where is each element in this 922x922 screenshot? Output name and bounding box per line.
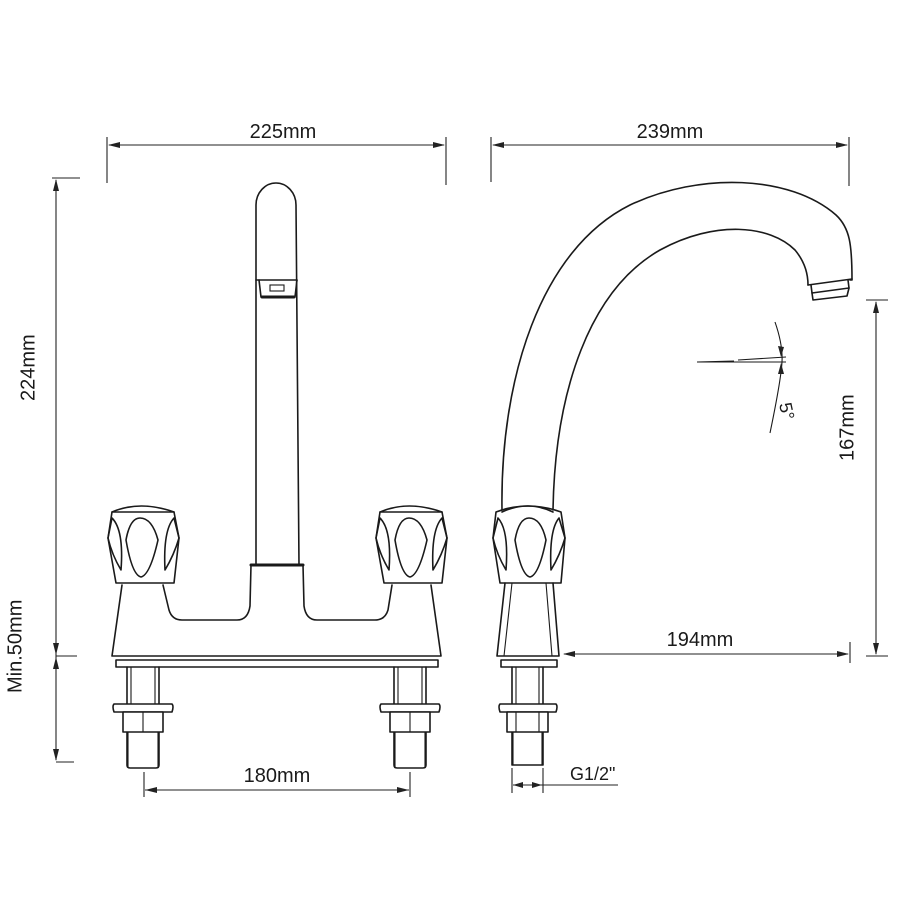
dimension-label-side-width: 239mm	[637, 121, 704, 143]
dimension-total-height: 224mm Min.50mm	[4, 177, 80, 763]
dimension-label-thread: G1/2"	[570, 764, 615, 784]
front-spout	[249, 182, 305, 567]
dimension-label-spout-height: 167mm	[837, 394, 859, 461]
dimension-tap-centres: 180mm	[143, 765, 411, 797]
dimension-front-width: 225mm	[106, 121, 447, 185]
dimension-label-spout-reach: 194mm	[667, 629, 734, 651]
side-body	[496, 582, 560, 668]
side-view: 239mm 167mm 194mm G1/2"	[490, 121, 888, 793]
front-left-handle	[107, 505, 180, 584]
dimension-label-spout-angle: 5°	[775, 401, 798, 422]
front-left-shank	[112, 666, 174, 769]
front-body	[111, 564, 442, 668]
dimension-thread: G1/2"	[511, 764, 618, 793]
front-right-handle	[375, 505, 448, 584]
dimension-label-total-height: 224mm	[18, 334, 40, 401]
front-view: 225mm 180mm 224mm Min.50mm	[4, 121, 448, 797]
dimension-spout-height: 167mm	[837, 299, 888, 657]
side-shank	[498, 666, 558, 766]
front-right-shank	[379, 666, 441, 769]
dimension-label-front-width: 225mm	[250, 121, 317, 143]
side-spout	[501, 181, 853, 513]
dimension-label-min-deck: Min.50mm	[4, 600, 26, 693]
dimension-spout-angle: 5°	[696, 321, 798, 434]
dimension-spout-reach: 194mm	[563, 629, 851, 663]
side-handle	[492, 505, 566, 584]
dimension-label-tap-centres: 180mm	[244, 765, 311, 787]
dimension-side-width: 239mm	[490, 121, 850, 186]
